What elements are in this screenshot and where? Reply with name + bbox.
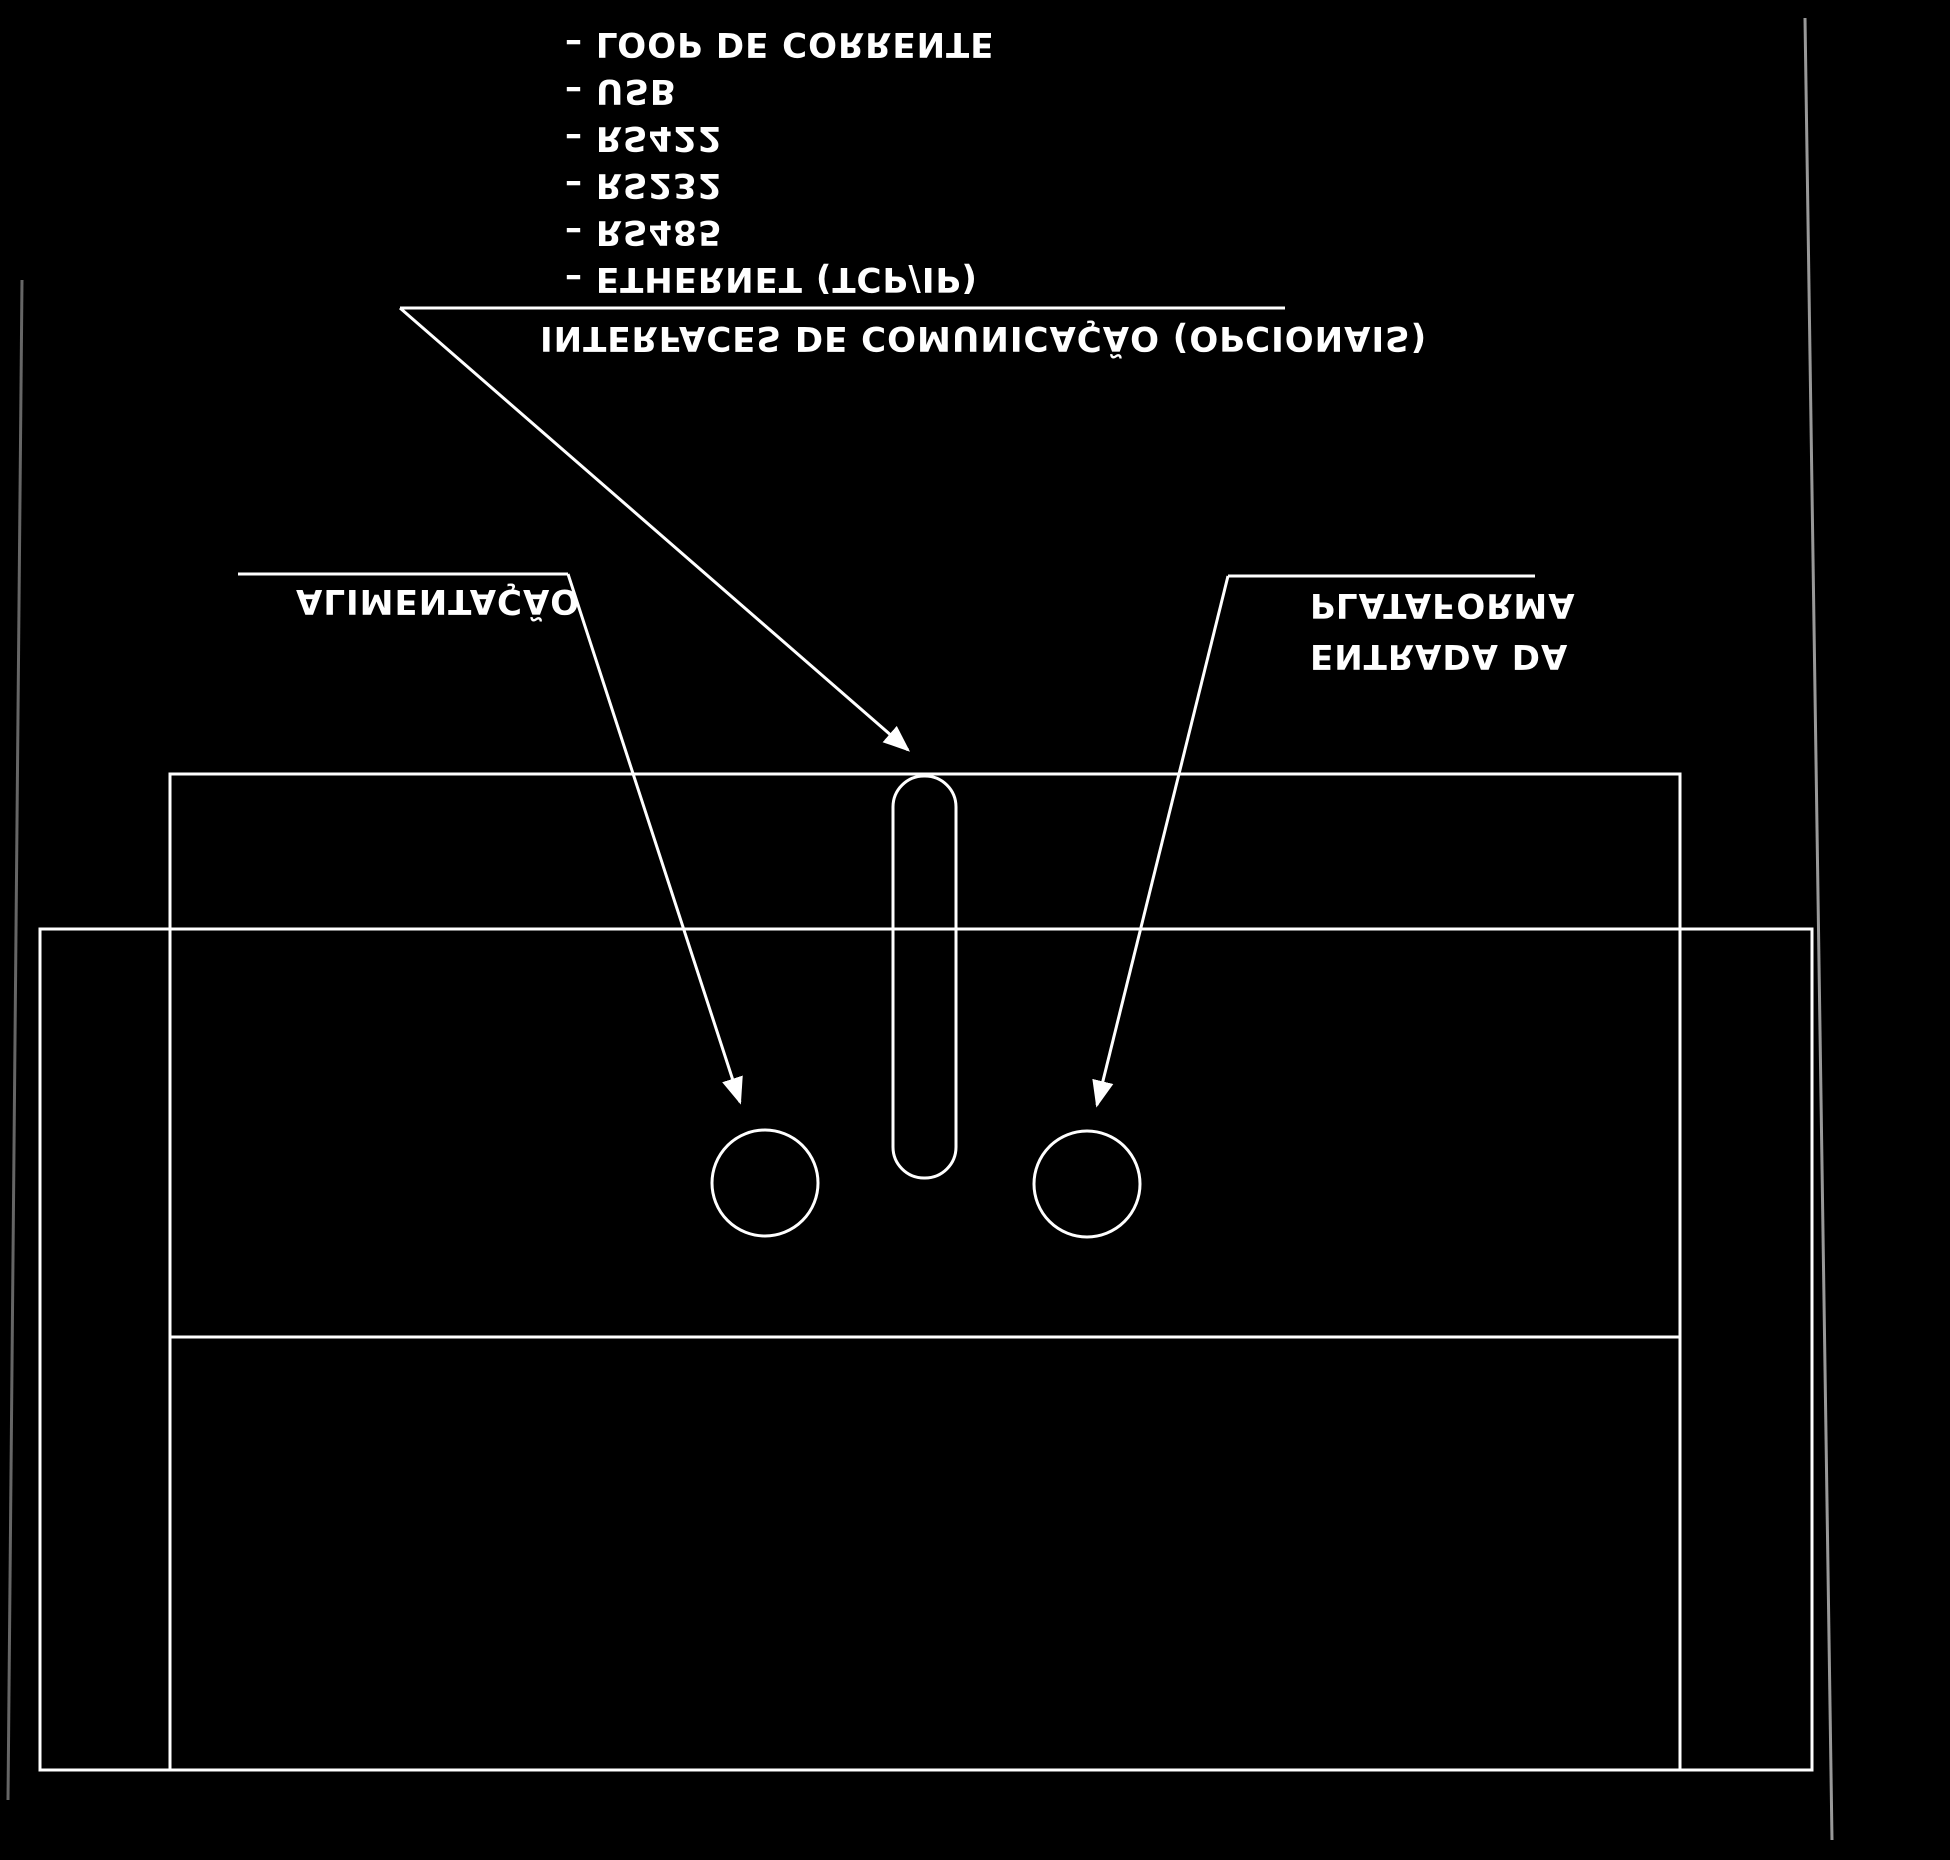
device-body — [38, 772, 1814, 1772]
comm-item-rs485: – RS485 — [565, 212, 722, 252]
comm-interface-list: – LOOP DE CORRENTE – USB – RS422 – RS232… — [565, 24, 994, 299]
device-base-outline — [38, 927, 1814, 1772]
platform-leader-arrow — [1092, 575, 1230, 1108]
comm-item-rs232: – RS232 — [565, 165, 722, 205]
comm-interface-slot — [891, 774, 958, 1180]
comm-item-ethernet: – ETHERNET (TCP/IP) — [565, 259, 978, 299]
power-connector — [710, 1128, 820, 1238]
platform-label-line2: ENTRADA DA — [1310, 636, 1568, 676]
comm-item-usb: – USB — [565, 71, 677, 111]
comm-item-current-loop: – LOOP DE CORRENTE — [565, 24, 994, 64]
comm-item-rs422: – RS422 — [565, 118, 722, 158]
power-leader-arrow — [566, 573, 743, 1105]
scan-edge-left — [6, 279, 24, 1801]
comm-interfaces-title: INTERFACES DE COMUNICAÇÃO (OPCIONAIS) — [540, 318, 1427, 359]
comm-leader-arrow — [399, 306, 911, 752]
scan-edge-right — [1803, 17, 1834, 1841]
platform-label-line1: PLATAFORMA — [1310, 585, 1576, 625]
power-label: ALIMENTAÇÃO — [296, 581, 580, 622]
platform-input-connector — [1032, 1129, 1142, 1239]
device-housing — [168, 772, 1682, 1772]
